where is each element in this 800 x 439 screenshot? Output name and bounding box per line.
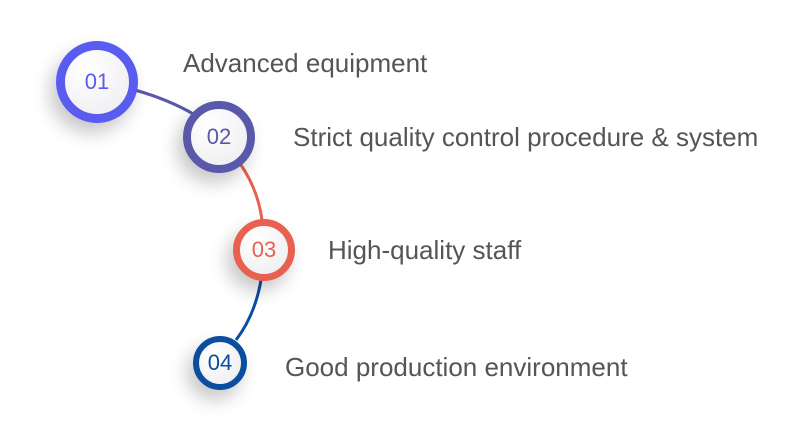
- step-label-1: Advanced equipment: [183, 48, 428, 78]
- connector-1-2: [134, 88, 196, 117]
- step-number: 01: [84, 69, 110, 94]
- step-label-4: Good production environment: [285, 352, 628, 382]
- connector-2-3: [239, 164, 264, 221]
- step-label-3: High-quality staff: [328, 235, 522, 265]
- connector-3-4: [234, 279, 263, 341]
- step-number: 02: [206, 124, 232, 149]
- step-circle-4: 04: [193, 336, 247, 390]
- step-number: 04: [207, 350, 233, 375]
- step-circle-3: 03: [233, 219, 295, 281]
- step-number: 03: [251, 237, 277, 262]
- step-circle-1: 01: [56, 41, 138, 123]
- step-label-2: Strict quality control procedure & syste…: [293, 122, 759, 152]
- step-circle-2: 02: [183, 101, 255, 173]
